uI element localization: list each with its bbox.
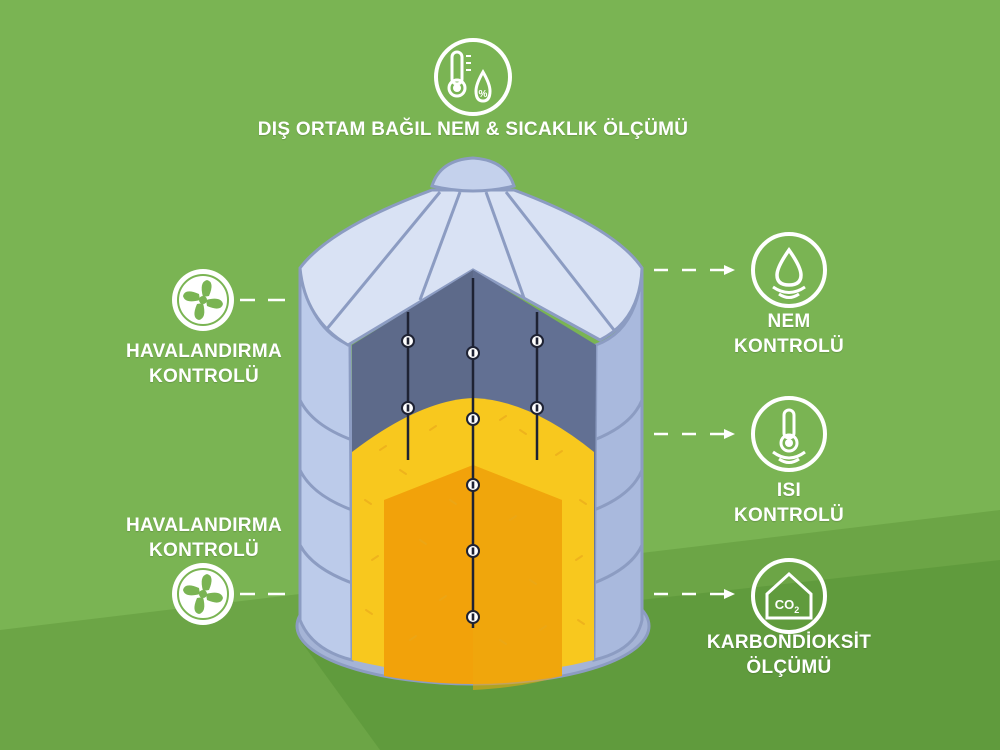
outdoor-humidity-temperature-label: DIŞ ORTAM BAĞIL NEM & SICAKLIK ÖLÇÜMÜ xyxy=(257,119,689,140)
silo-roof-cap xyxy=(430,156,516,193)
svg-text:%: % xyxy=(479,89,488,100)
temperature-sensors xyxy=(401,334,544,624)
sensor-node-mark xyxy=(471,613,475,621)
sensor-node-mark xyxy=(471,349,475,357)
co2-house-icon: CO2 xyxy=(751,558,827,634)
water-drop-icon xyxy=(751,232,827,308)
sensor-node-mark xyxy=(471,415,475,423)
grain-inner-shade xyxy=(473,465,562,690)
silo-wall-rings xyxy=(298,399,644,585)
sensor-node-mark xyxy=(406,337,410,345)
connector-arrowheads xyxy=(724,265,735,599)
silo-roof xyxy=(298,188,644,347)
humidity-control-label: NEM KONTROLÜ xyxy=(733,311,845,357)
sensor-node-mark xyxy=(471,547,475,555)
svg-text:CO2: CO2 xyxy=(775,597,800,615)
ventilation-control-label-top: HAVALANDIRMA KONTROLÜ xyxy=(126,341,282,387)
sensor-node-mark xyxy=(471,481,475,489)
dashed-connectors xyxy=(240,268,724,596)
grain-texture xyxy=(364,415,587,645)
heat-control-label: ISI KONTROLÜ xyxy=(733,480,845,526)
silo-roof-ribs xyxy=(324,191,616,331)
co2-measurement-label: KARBONDİOKSİT ÖLÇÜMÜ xyxy=(706,632,872,678)
thermometer-droplet-percent-icon: % xyxy=(434,38,512,116)
sensor-node-mark xyxy=(406,404,410,412)
sensor-node-mark xyxy=(535,337,539,345)
sensor-node-mark xyxy=(535,404,539,412)
fan-icon xyxy=(172,563,234,625)
ventilation-control-label-bottom: HAVALANDIRMA KONTROLÜ xyxy=(126,515,282,561)
thermometer-icon xyxy=(751,396,827,472)
fan-icon xyxy=(172,269,234,331)
